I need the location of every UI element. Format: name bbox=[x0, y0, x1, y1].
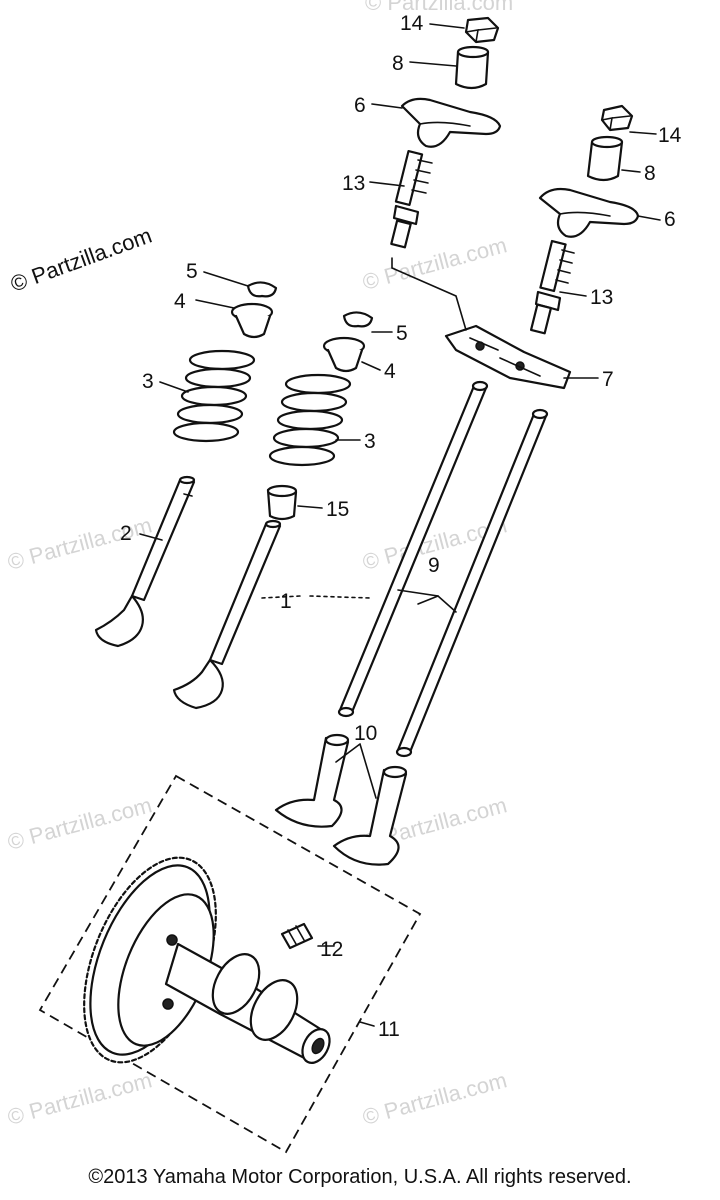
callout-labels: 14 8 6 13 14 8 6 13 5 4 3 2 5 4 3 15 1 7… bbox=[120, 12, 682, 1041]
valve-lifter-10-right bbox=[332, 765, 408, 866]
valve-spring-3-right bbox=[268, 373, 352, 467]
callout-14: 14 bbox=[400, 12, 424, 35]
valve-stem-seal-15 bbox=[266, 484, 298, 521]
watermark: © Partzilla.com bbox=[365, 0, 513, 15]
leader-10 bbox=[335, 743, 377, 799]
assembly-line bbox=[391, 257, 467, 331]
callout-7: 7 bbox=[602, 368, 614, 391]
callout-13: 13 bbox=[590, 286, 613, 309]
callout-4: 4 bbox=[174, 290, 186, 313]
callout-5: 5 bbox=[186, 260, 198, 283]
leader-9b bbox=[417, 595, 439, 605]
adjuster-8-right bbox=[586, 135, 624, 182]
watermark: © Partzilla.com bbox=[5, 1067, 155, 1130]
nut-14-right bbox=[600, 104, 634, 132]
intake-valve-2 bbox=[94, 475, 196, 648]
cotter-5-right bbox=[342, 311, 374, 328]
copyright-notice: ©2013 Yamaha Motor Corporation, U.S.A. A… bbox=[88, 1166, 632, 1188]
leader-lines bbox=[139, 23, 661, 1027]
camshaft-box bbox=[38, 774, 422, 1154]
camshaft-gear bbox=[83, 856, 217, 1064]
watermark: © Partzilla.com bbox=[5, 512, 155, 575]
callout-15: 15 bbox=[326, 498, 349, 521]
callout-8: 8 bbox=[392, 52, 404, 75]
guide-plate-7 bbox=[444, 324, 572, 390]
rocker-arm-6-right bbox=[538, 187, 640, 238]
spring-retainer-4-right bbox=[322, 336, 366, 373]
spring-retainer-4-left bbox=[230, 302, 274, 339]
callout-3: 3 bbox=[364, 430, 376, 453]
leader-1 bbox=[261, 595, 371, 599]
callout-2: 2 bbox=[120, 522, 132, 545]
nut-14-left bbox=[464, 16, 500, 44]
callout-11: 11 bbox=[378, 1018, 400, 1041]
callout-14: 14 bbox=[658, 124, 682, 147]
callout-5: 5 bbox=[396, 322, 408, 345]
watermark: © Partzilla.com bbox=[360, 1067, 510, 1130]
callout-10: 10 bbox=[354, 722, 377, 745]
callout-13: 13 bbox=[342, 172, 365, 195]
cotter-5-left bbox=[246, 281, 278, 298]
callout-8: 8 bbox=[644, 162, 656, 185]
callout-9: 9 bbox=[428, 554, 440, 577]
valve-lifter-10-left bbox=[274, 733, 350, 828]
callout-12: 12 bbox=[320, 938, 343, 961]
callout-3: 3 bbox=[142, 370, 154, 393]
stud-13-left bbox=[390, 149, 433, 249]
watermark-main: © Partzilla.com bbox=[7, 223, 155, 297]
camshaft bbox=[164, 942, 331, 1064]
adjuster-8-left bbox=[454, 45, 490, 90]
rocker-arm-6-left bbox=[400, 97, 502, 148]
spring-12 bbox=[280, 922, 314, 950]
callout-6: 6 bbox=[664, 208, 676, 231]
callout-4: 4 bbox=[384, 360, 396, 383]
valve-spring-3-left bbox=[172, 349, 256, 443]
push-rod-9-left bbox=[337, 380, 489, 718]
stud-13-right bbox=[529, 239, 575, 335]
exhaust-valve-1 bbox=[172, 519, 282, 710]
callout-1: 1 bbox=[280, 590, 292, 613]
callout-6: 6 bbox=[354, 94, 366, 117]
push-rod-9-right bbox=[395, 408, 549, 758]
watermark: © Partzilla.com bbox=[360, 232, 510, 295]
watermark: © Partzilla.com bbox=[5, 792, 155, 855]
